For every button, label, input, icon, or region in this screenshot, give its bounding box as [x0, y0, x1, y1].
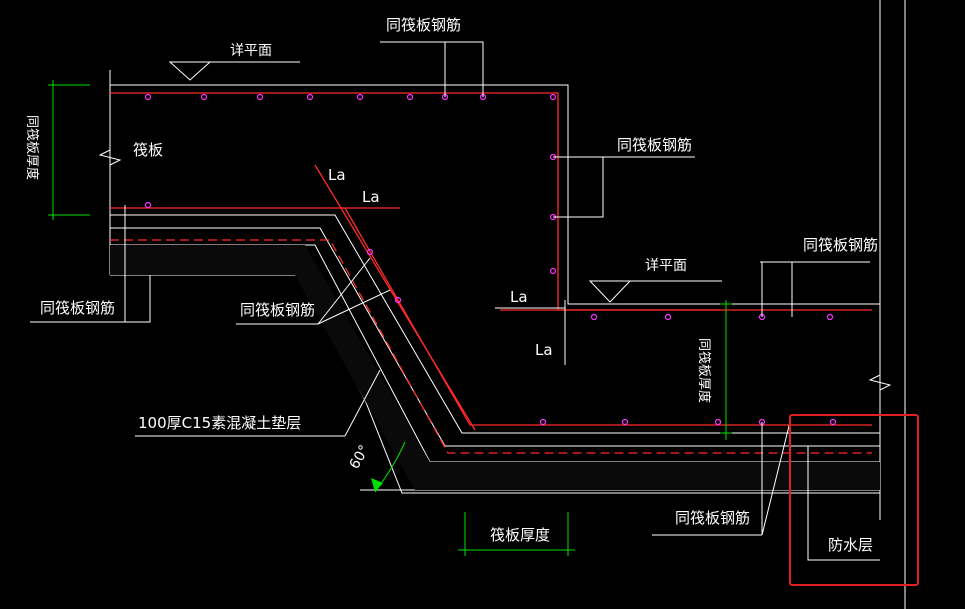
label-rebar-bottom: 同筏板钢筋	[675, 509, 750, 527]
break-symbols	[98, 149, 892, 391]
label-angle: 60°	[347, 442, 373, 472]
label-rebar-right-upper: 同筏板钢筋	[617, 136, 692, 154]
label-cushion: 100厚C15素混凝土垫层	[138, 414, 301, 432]
waterproof-highlight-box	[789, 414, 919, 586]
angle-arrow-icon	[371, 478, 383, 492]
cushion-layer	[110, 245, 880, 490]
label-detail-plan-top: 详平面	[230, 43, 272, 59]
label-top-rebar: 同筏板钢筋	[386, 16, 461, 34]
label-la-2: La	[362, 188, 380, 206]
label-raft-slab: 筏板	[133, 141, 163, 159]
label-same-thickness-right: 同筏板厚度	[696, 338, 712, 403]
label-la-1: La	[328, 166, 346, 184]
label-waterproof: 防水层	[828, 536, 873, 554]
label-la-4: La	[535, 341, 553, 359]
label-same-thickness-left: 同筏板厚度	[24, 115, 40, 180]
label-detail-plan-right: 详平面	[645, 258, 687, 274]
label-raft-thickness: 筏板厚度	[490, 526, 550, 544]
rebar-lines	[110, 92, 872, 454]
label-rebar-right-top: 同筏板钢筋	[803, 236, 878, 254]
rebar-dots	[144, 93, 837, 426]
label-rebar-slope: 同筏板钢筋	[240, 301, 315, 319]
label-rebar-left: 同筏板钢筋	[40, 299, 115, 317]
label-la-3: La	[510, 288, 528, 306]
leader-lines	[124, 41, 880, 561]
